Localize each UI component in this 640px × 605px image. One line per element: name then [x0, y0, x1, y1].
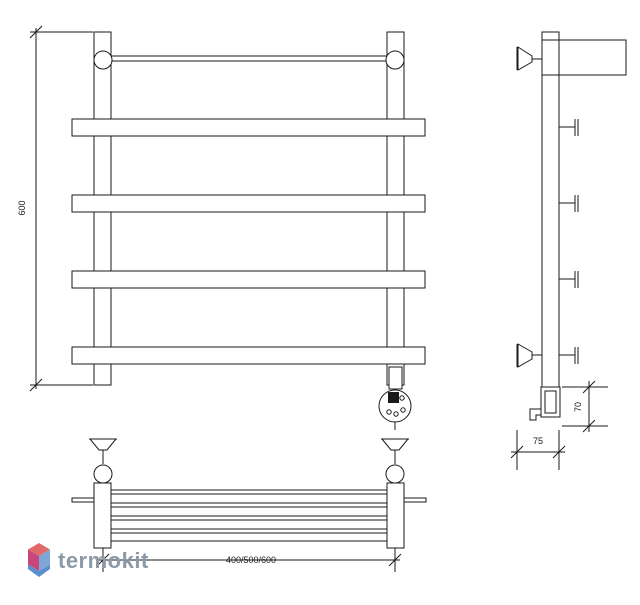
offset-dimension: 70 [562, 380, 608, 433]
rung-stub-1 [559, 119, 579, 136]
depth-label: 75 [533, 436, 543, 446]
depth-dimension: 75 [510, 430, 566, 470]
side-heater [529, 386, 561, 421]
rung-1 [71, 118, 426, 137]
side-view: 70 75 [510, 31, 627, 470]
display-icon [388, 392, 399, 403]
button-icon [386, 409, 392, 415]
top-bar-arm [541, 39, 627, 76]
right-bar-joint [385, 50, 405, 70]
wall-bracket-top [516, 46, 542, 71]
top-wall-mount-right [380, 438, 410, 484]
wall-bracket-bottom [516, 343, 542, 368]
top-view: 400/500/600 [71, 438, 427, 572]
height-dimension: 600 [17, 25, 93, 392]
button-icon [400, 407, 406, 413]
brand-name: termokit [58, 548, 149, 573]
rung-3 [71, 270, 426, 289]
top-shelf [111, 489, 387, 542]
rung-2 [71, 194, 426, 213]
side-post [541, 31, 560, 388]
button-icon [399, 395, 405, 401]
width-dimension: 400/500/600 [96, 548, 402, 572]
top-wall-mount-left [88, 438, 118, 484]
height-label: 600 [17, 200, 27, 215]
offset-label: 70 [573, 402, 583, 412]
rung-stub-4 [559, 347, 579, 364]
heater-controller [378, 366, 412, 430]
front-view: 600 [17, 25, 426, 430]
left-bar-joint [93, 50, 113, 70]
rung-stub-2 [559, 195, 579, 212]
button-icon [393, 411, 399, 417]
top-right-post [386, 482, 405, 549]
width-label: 400/500/600 [226, 555, 276, 565]
rung-stub-3 [559, 271, 579, 288]
brand-logo: termokit [26, 541, 149, 581]
rung-4 [71, 346, 426, 365]
top-bar [93, 50, 405, 70]
hexagon-logo-icon [28, 543, 50, 577]
top-left-post [93, 482, 112, 549]
